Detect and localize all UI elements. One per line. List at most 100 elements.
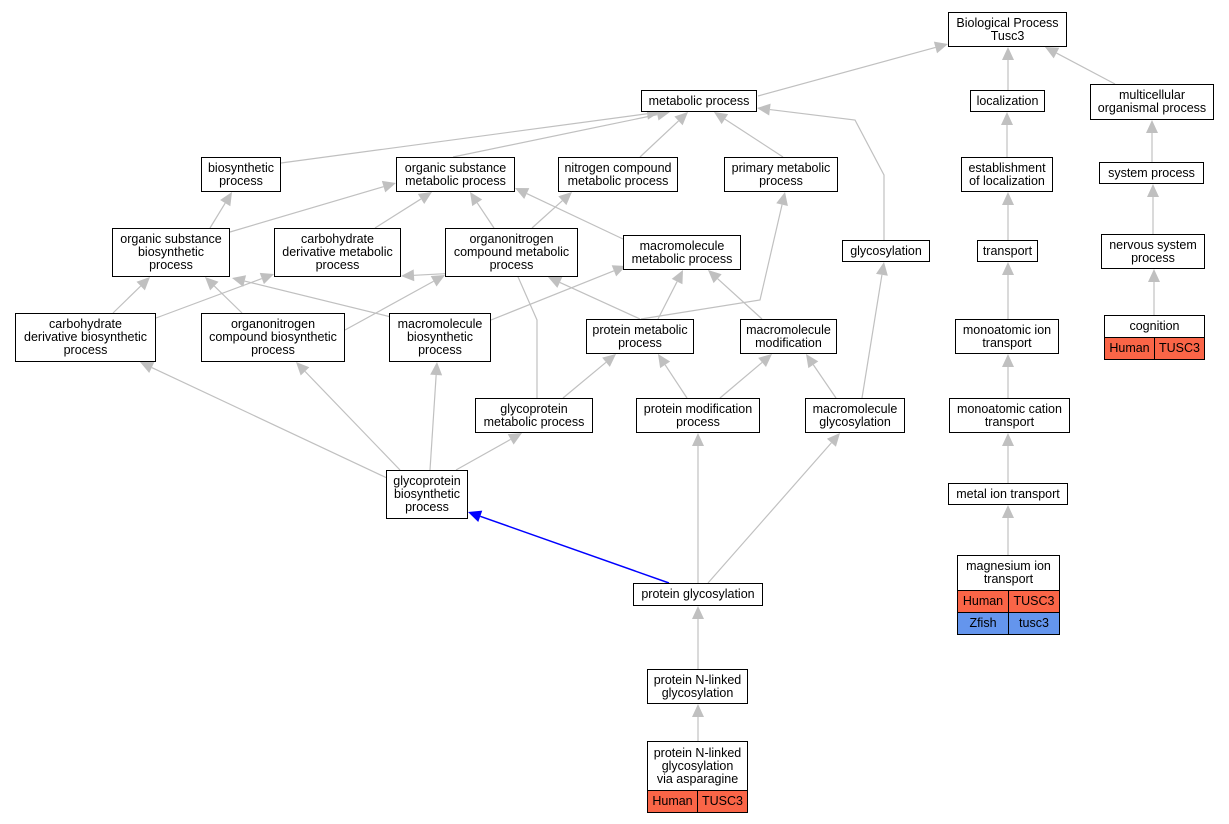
edge-arrowhead: [708, 270, 722, 284]
edge: [374, 198, 422, 229]
edge: [209, 202, 226, 229]
node-label-line: transport: [984, 414, 1035, 429]
edge-arrowhead: [401, 269, 415, 282]
node-label: metal ion transport: [949, 484, 1067, 504]
node-label-line: transport: [982, 335, 1032, 350]
node-glycosylation[interactable]: glycosylation: [842, 240, 930, 262]
edge-arrowhead: [430, 362, 443, 376]
edge-arrowhead: [1002, 354, 1014, 367]
node-localization[interactable]: localization: [970, 90, 1045, 112]
node-label-line: metabolic process: [405, 173, 506, 188]
node-metabolic[interactable]: metabolic process: [641, 90, 757, 112]
node-label-line: localization: [976, 93, 1039, 108]
edge-arrowhead: [507, 433, 522, 445]
edge-arrowhead: [1002, 433, 1014, 446]
node-label-line: establishment: [968, 160, 1046, 175]
edge-arrowhead: [933, 41, 948, 54]
edge: [757, 46, 936, 97]
edge: [151, 366, 388, 479]
edge: [531, 200, 563, 229]
edge-arrowhead: [692, 606, 704, 619]
node-label-line: glycosylation: [661, 758, 734, 773]
edge-arrowhead: [758, 354, 772, 367]
node-label: transport: [978, 241, 1037, 261]
edge-arrowhead: [757, 103, 771, 116]
node-label-line: glycoprotein: [500, 401, 568, 416]
edge-arrowhead: [692, 433, 704, 446]
edge: [664, 364, 688, 399]
node-label-line: process: [676, 414, 720, 429]
edge-arrowhead: [1002, 192, 1014, 205]
edge: [304, 370, 401, 471]
annotation-gene: TUSC3: [697, 791, 747, 812]
edge-arrowhead: [1045, 47, 1060, 59]
highlighted-edge: [480, 515, 670, 584]
edge-arrowhead: [140, 362, 155, 373]
node-label-line: metabolic process: [567, 173, 669, 188]
node-label-line: protein N-linked: [653, 672, 742, 687]
node-label-line: primary metabolic: [731, 160, 831, 175]
node-label-line: multicellular: [1119, 88, 1185, 102]
edge-arrowhead: [1147, 184, 1159, 197]
annotation-gene: tusc3: [1008, 613, 1059, 634]
node-system[interactable]: system process: [1099, 162, 1204, 184]
node-label-line: process: [618, 335, 662, 350]
edge-arrowhead: [220, 192, 232, 207]
annotation-gene: TUSC3: [1154, 338, 1204, 359]
edge: [526, 193, 624, 240]
edge: [719, 361, 763, 399]
edge-arrowhead: [1146, 120, 1158, 133]
node-label-line: glycosylation: [850, 243, 922, 258]
node-label-line: glycosylation: [819, 414, 891, 429]
node-label-line: macromolecule: [639, 238, 725, 253]
edge-arrowhead: [658, 354, 671, 369]
node-protein-glyc[interactable]: protein glycosylation: [633, 583, 763, 606]
edge-arrowhead: [136, 277, 150, 291]
node-transport[interactable]: transport: [977, 240, 1038, 262]
node-label-line: process: [418, 343, 462, 357]
edge: [640, 204, 783, 320]
edge-arrowhead: [430, 275, 445, 287]
node-label-line: biosynthetic: [406, 330, 473, 344]
node-metal-ion[interactable]: metal ion transport: [948, 483, 1068, 505]
edge-arrowhead: [826, 433, 840, 447]
edge-arrowhead: [558, 192, 572, 206]
edge: [861, 274, 883, 399]
